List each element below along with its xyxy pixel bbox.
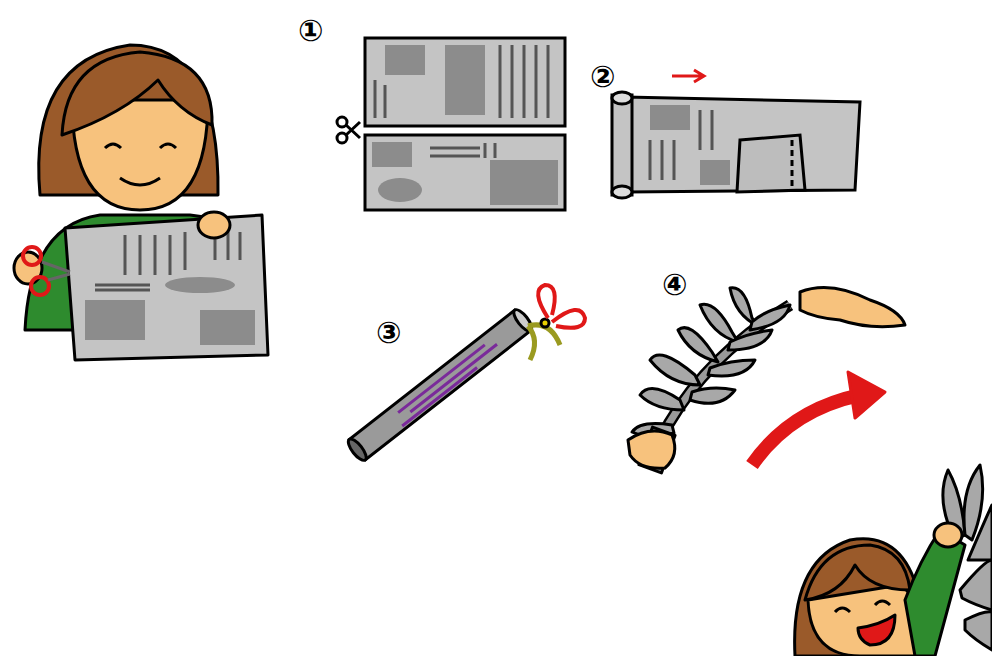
newspaper-block [372,142,412,167]
step-4-art [628,288,905,473]
scissors-handle [552,310,585,328]
leaf [750,305,790,330]
arm [905,530,965,656]
pompom [943,465,992,650]
newspaper-block [200,310,255,345]
leaf [700,304,738,342]
smile [120,178,160,185]
newspaper-half [365,135,565,210]
newspaper-block [85,300,145,340]
eye [875,601,890,605]
newspaper-block [700,160,730,185]
paper-strip [625,97,860,192]
girl-with-newspaper [14,45,268,360]
roll-end [612,92,632,104]
newspaper-lines [430,143,495,158]
scissors-icon [337,133,347,143]
hand [934,523,962,547]
red-arrow [672,70,704,82]
newspaper-block [165,277,235,293]
hand [198,212,230,238]
roll-end [612,186,632,198]
bangs [62,52,212,135]
leaf [960,560,992,610]
newspaper-block [445,45,485,115]
hand [800,288,905,327]
callout-number: ① [298,16,323,46]
scissors-handle [538,285,555,318]
tube-end [345,436,369,463]
red-curved-arrow [752,395,860,465]
leaf [640,389,684,410]
paper-tube [345,307,534,463]
step-3-art [345,285,585,463]
scissors-pivot [541,319,549,327]
leaf [968,505,992,560]
callout-number: ② [590,62,615,92]
callout-number: ③ [376,318,401,348]
newspaper-lines [95,232,240,290]
scissors-handle [31,277,49,295]
roll [612,95,632,195]
newspaper-block [650,105,690,130]
tie [528,325,560,360]
newspaper-half [365,38,565,126]
leaf [708,360,755,376]
leaf [690,388,735,403]
open-mouth [858,615,895,645]
leaf [678,328,718,362]
leaf [965,612,992,650]
scissors-blade [42,262,70,280]
leaf [728,330,772,350]
step-2-art [612,70,860,198]
tube-body [349,310,530,460]
cut-lines [394,339,501,426]
tape-piece [737,135,805,192]
hair [795,539,920,656]
eye [835,608,850,612]
newspaper-lines [650,110,712,180]
scissors-icon [337,117,347,127]
bangs [805,545,910,600]
newspaper-block [490,160,558,205]
newspaper-lines [375,45,548,118]
newspaper-block [378,178,422,202]
hand [628,431,675,468]
scissors-icon [346,122,360,138]
arrow-head [848,372,885,418]
eye [105,144,121,148]
step-1-art [337,38,565,210]
eye [160,144,176,148]
newspaper [65,215,268,360]
callout-number: ④ [662,270,687,300]
girl-with-pompom [795,465,992,656]
dashed-edge [791,140,794,188]
scissors-handle [23,247,41,265]
leaf [650,355,700,385]
newspaper-block [385,45,425,75]
fringe-leaves [632,288,790,437]
